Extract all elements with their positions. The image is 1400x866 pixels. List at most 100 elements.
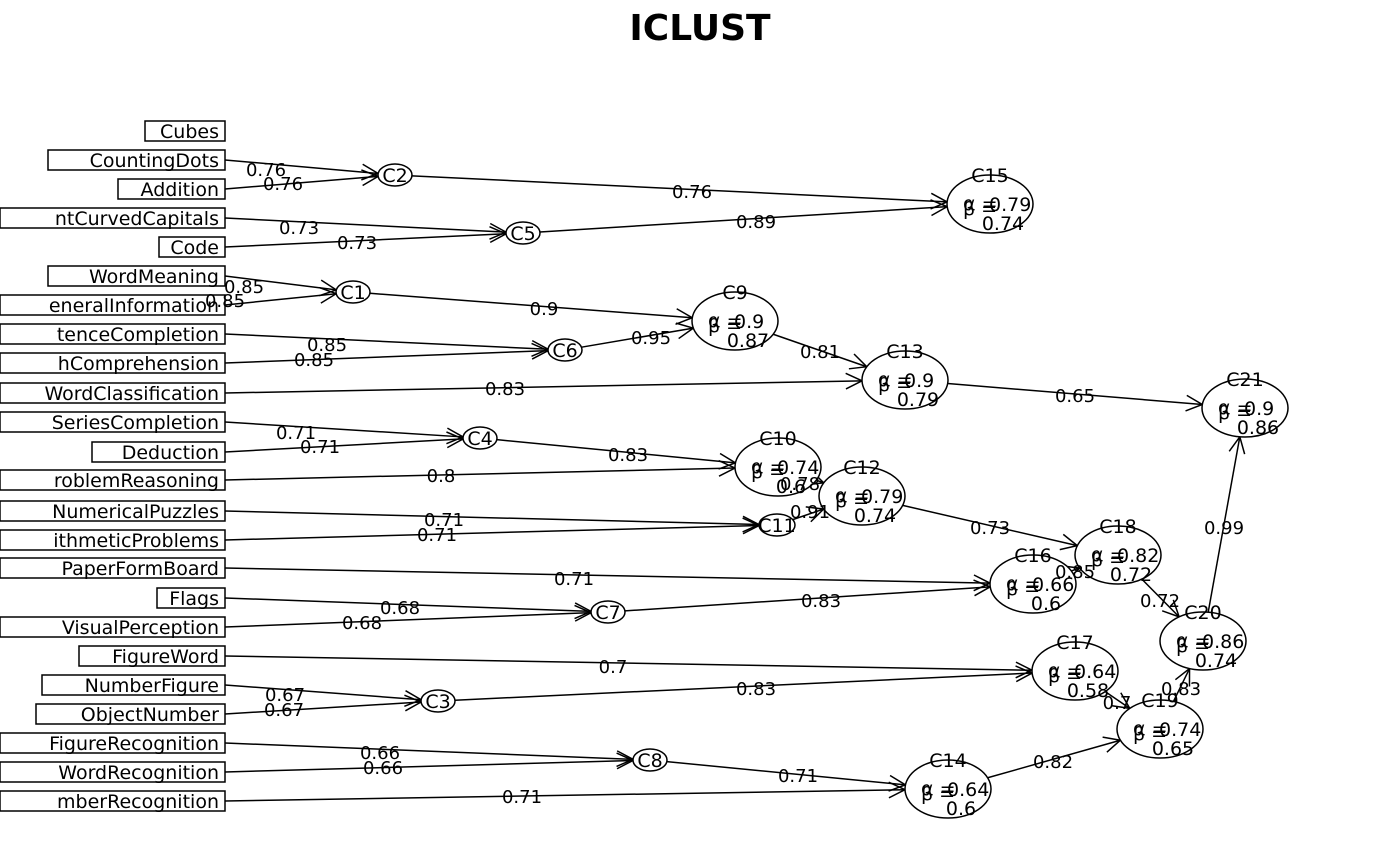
cluster-name: C17 [1056, 632, 1093, 654]
cluster-alpha: 0.64 [1074, 661, 1116, 683]
variable-ParagraphComprehension: hComprehension [0, 352, 226, 375]
edge-weight-label: 0.71 [502, 787, 542, 808]
cluster-C9: C9α =β =0.90.87 [691, 282, 779, 352]
cluster-ellipse [505, 221, 541, 245]
cluster-name: C1 [340, 282, 365, 304]
variable-box [0, 207, 226, 229]
variable-box [91, 441, 226, 463]
edge-line [224, 380, 863, 394]
beta-symbol: β = [708, 315, 742, 337]
edge-line [1172, 668, 1191, 702]
variable-label: Code [170, 237, 219, 259]
cluster-alpha: 0.9 [1244, 398, 1274, 420]
variable-label: WordClassification [44, 383, 219, 405]
cluster-name: C3 [425, 691, 450, 713]
cluster-ellipse [590, 600, 626, 624]
alpha-symbol: α = [921, 778, 955, 800]
cluster-ellipse [547, 338, 583, 362]
edge-line [792, 508, 824, 521]
variable-box [117, 178, 226, 200]
variable-WordClassification: WordClassification [0, 382, 226, 405]
edge-line [496, 438, 736, 464]
variable-box [35, 703, 226, 725]
variable-box [0, 352, 226, 374]
edge-line [581, 327, 694, 348]
cluster-alpha: 0.86 [1202, 631, 1244, 653]
alpha-symbol: α = [751, 456, 785, 478]
cluster-C4: C4 [462, 426, 498, 450]
cluster-name: C5 [510, 223, 535, 245]
edge-weight-label: 0.73 [337, 233, 377, 254]
variable-label: roblemReasoning [54, 470, 219, 492]
edge-weight-label: 0.99 [1204, 518, 1244, 539]
edge-weight-label: 0.65 [1055, 386, 1095, 407]
variable-NumericalPuzzles: NumericalPuzzles [0, 500, 226, 523]
variable-box [0, 557, 226, 579]
cluster-name: C18 [1099, 516, 1136, 538]
cluster-name: C9 [722, 282, 747, 304]
cluster-ellipse [335, 280, 371, 304]
variable-label: eneralInformation [49, 295, 219, 317]
edge-line [947, 382, 1203, 406]
variable-label: CountingDots [90, 150, 219, 172]
edge-weight-label: 0.81 [800, 342, 840, 363]
cluster-ellipse [758, 513, 796, 537]
beta-symbol: β = [1218, 402, 1252, 424]
variable-NumberFigure: NumberFigure [41, 674, 226, 697]
edge-weight-label: 0.68 [380, 598, 420, 619]
variable-label: NumberFigure [85, 675, 219, 697]
variable-box [47, 265, 226, 287]
cluster-name: C16 [1014, 545, 1051, 567]
edge-line [224, 292, 337, 306]
edge-line [1104, 691, 1131, 709]
cluster-name: C13 [886, 341, 923, 363]
edges-layer [224, 159, 1246, 802]
cluster-C1: C1 [335, 280, 371, 304]
edge-line [369, 292, 693, 319]
edge-line [224, 233, 507, 248]
edge-weight-label: 0.68 [342, 613, 382, 634]
variable-Flags: Flags [156, 587, 226, 610]
variable-label: ithmeticProblems [53, 530, 219, 552]
variables-layer: CubesCountingDotsAdditionntCurvedCapital… [0, 120, 226, 813]
beta-symbol: β = [1176, 635, 1210, 657]
edge-line [224, 349, 549, 364]
alpha-symbol: α = [1091, 544, 1125, 566]
edge-NumericalPuzzles-C11 [224, 510, 761, 533]
edge-weight-label: 0.89 [736, 212, 776, 233]
cluster-ellipse [1159, 611, 1247, 671]
cluster-ellipse [632, 748, 668, 772]
variable-label: ntCurvedCapitals [55, 208, 219, 230]
edge-line [224, 275, 337, 291]
edge-weight-label: 0.71 [424, 510, 464, 531]
cluster-ellipse [1031, 641, 1119, 701]
alpha-symbol: α = [1048, 660, 1082, 682]
cluster-name: C6 [552, 340, 577, 362]
variable-box [156, 587, 226, 609]
variable-label: FigureWord [112, 646, 219, 668]
cluster-ellipse [989, 554, 1077, 614]
variable-label: tenceCompletion [57, 324, 219, 346]
edge-ArithmeticProblems-C11 [224, 517, 761, 541]
edge-weight-label: 0.83 [485, 379, 525, 400]
cluster-C11: C11 [758, 513, 796, 537]
edge-weight-label: 0.71 [276, 423, 316, 444]
variable-box [47, 149, 226, 171]
cluster-C2: C2 [377, 163, 413, 187]
edge-weight-label: 0.76 [246, 160, 286, 181]
variable-box [144, 120, 226, 142]
edge-line [224, 742, 634, 761]
beta-symbol: β = [751, 461, 785, 483]
edge-ProblemReasoning-C10 [224, 459, 737, 481]
edge-line [224, 159, 379, 175]
edge-weight-label: 0.71 [554, 569, 594, 590]
edge-line [454, 672, 1033, 701]
edge-weight-label: 0.83 [736, 679, 776, 700]
cluster-name: C15 [971, 165, 1008, 187]
edge-line [224, 759, 634, 773]
